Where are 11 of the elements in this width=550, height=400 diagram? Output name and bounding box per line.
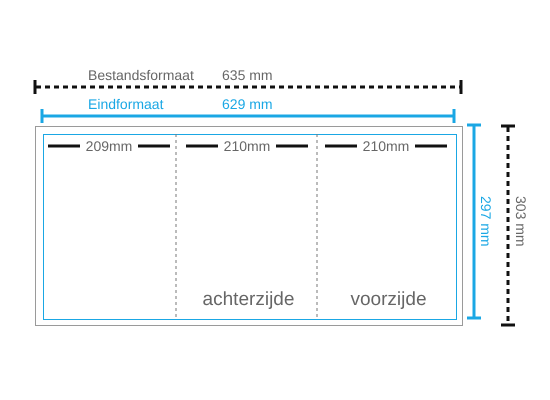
dimension-label: Eindformaat (88, 97, 164, 111)
dimension-value: 210mm (224, 139, 270, 153)
dimension-value: 635 mm (222, 68, 273, 82)
panel-label: voorzijde (349, 290, 428, 309)
dimension-label: Bestandsformaat (88, 68, 194, 82)
dimension-value: 629 mm (222, 97, 273, 111)
dimension-value: 297 mm (479, 196, 493, 247)
dimension-value: 303 mm (514, 196, 528, 247)
panel-label: achterzijde (202, 290, 296, 309)
dimension-value: 209mm (86, 139, 132, 153)
dimension-value: 210mm (362, 139, 410, 153)
